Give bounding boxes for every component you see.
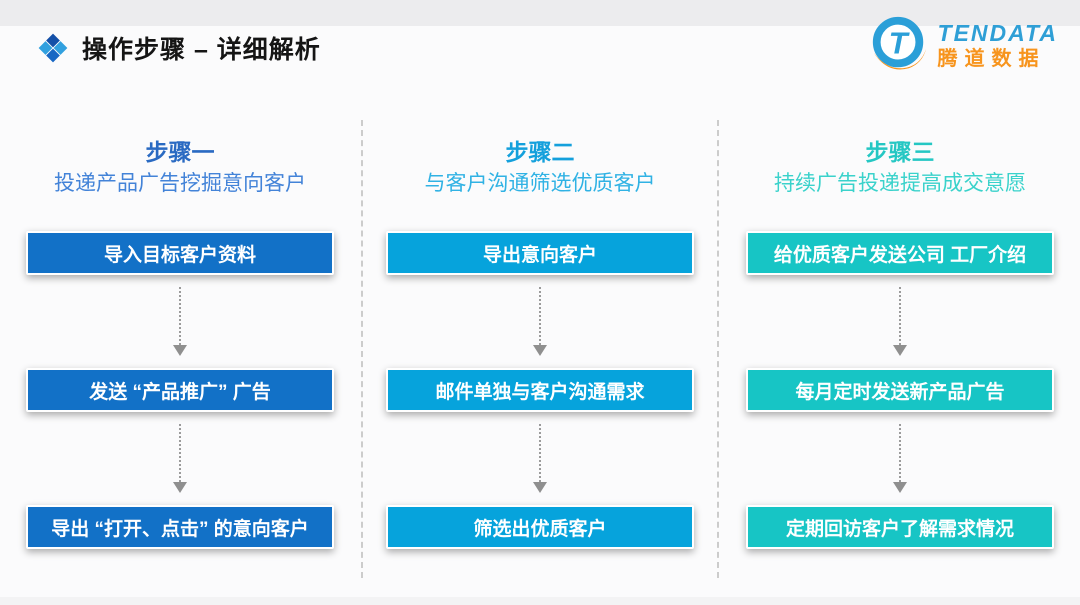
arrow-down-icon (893, 482, 907, 493)
flow-arrow (533, 287, 547, 356)
step-3-box-1: 给优质客户发送公司 工厂介绍 (746, 231, 1054, 275)
arrow-down-icon (533, 345, 547, 356)
arrow-line (179, 287, 181, 345)
step-column-2: 步骤二 与客户沟通筛选优质客户 导出意向客户 邮件单独与客户沟通需求 筛选出优质… (360, 120, 720, 580)
svg-text:T: T (888, 26, 910, 61)
step-1-box-3: 导出 “打开、点击” 的意向客户 (26, 505, 334, 549)
page-title: 操作步骤 – 详细解析 (82, 36, 321, 64)
step-1-box-2: 发送 “产品推广” 广告 (26, 368, 334, 412)
arrow-down-icon (893, 345, 907, 356)
arrow-line (179, 424, 181, 482)
flow-arrow (173, 424, 187, 493)
column-separator (361, 120, 363, 578)
step-2-box-3: 筛选出优质客户 (386, 505, 694, 549)
tendata-logo: T TENDATA 腾道数据 (868, 14, 1058, 76)
step-2-box-1: 导出意向客户 (386, 231, 694, 275)
logo-brand-en: TENDATA (937, 19, 1058, 46)
flow-arrow (893, 287, 907, 356)
step-2-box-2: 邮件单独与客户沟通需求 (386, 368, 694, 412)
step-1-title: 步骤一 (145, 139, 215, 165)
step-3-box-2: 每月定时发送新产品广告 (746, 368, 1054, 412)
steps-area: 步骤一 投递产品广告挖掘意向客户 导入目标客户资料 发送 “产品推广” 广告 导… (0, 120, 1080, 580)
step-1-box-1: 导入目标客户资料 (26, 231, 334, 275)
tendata-logo-icon: T (872, 16, 926, 70)
arrow-line (539, 424, 541, 482)
flow-arrow (533, 424, 547, 493)
step-column-1: 步骤一 投递产品广告挖掘意向客户 导入目标客户资料 发送 “产品推广” 广告 导… (0, 120, 360, 580)
arrow-line (899, 287, 901, 345)
step-column-3: 步骤三 持续广告投递提高成交意愿 给优质客户发送公司 工厂介绍 每月定时发送新产… (720, 120, 1080, 580)
tendata-logo-text: TENDATA 腾道数据 (937, 19, 1058, 70)
flow-arrow (893, 424, 907, 493)
step-1-subtitle: 投递产品广告挖掘意向客户 (54, 172, 306, 195)
arrow-line (539, 287, 541, 345)
step-3-box-3: 定期回访客户了解需求情况 (746, 505, 1054, 549)
step-3-title: 步骤三 (865, 139, 935, 165)
arrow-down-icon (533, 482, 547, 493)
slide-header: 操作步骤 – 详细解析 (38, 30, 321, 66)
flow-arrow (173, 287, 187, 356)
diamond-bullet-icon (38, 33, 68, 63)
step-2-title: 步骤二 (505, 139, 575, 165)
arrow-down-icon (173, 482, 187, 493)
step-3-subtitle: 持续广告投递提高成交意愿 (774, 172, 1026, 195)
arrow-line (899, 424, 901, 482)
arrow-down-icon (173, 345, 187, 356)
slide-bottom-margin (0, 597, 1080, 605)
column-separator (717, 120, 719, 578)
logo-brand-cn: 腾道数据 (937, 47, 1046, 70)
step-2-subtitle: 与客户沟通筛选优质客户 (424, 172, 656, 195)
